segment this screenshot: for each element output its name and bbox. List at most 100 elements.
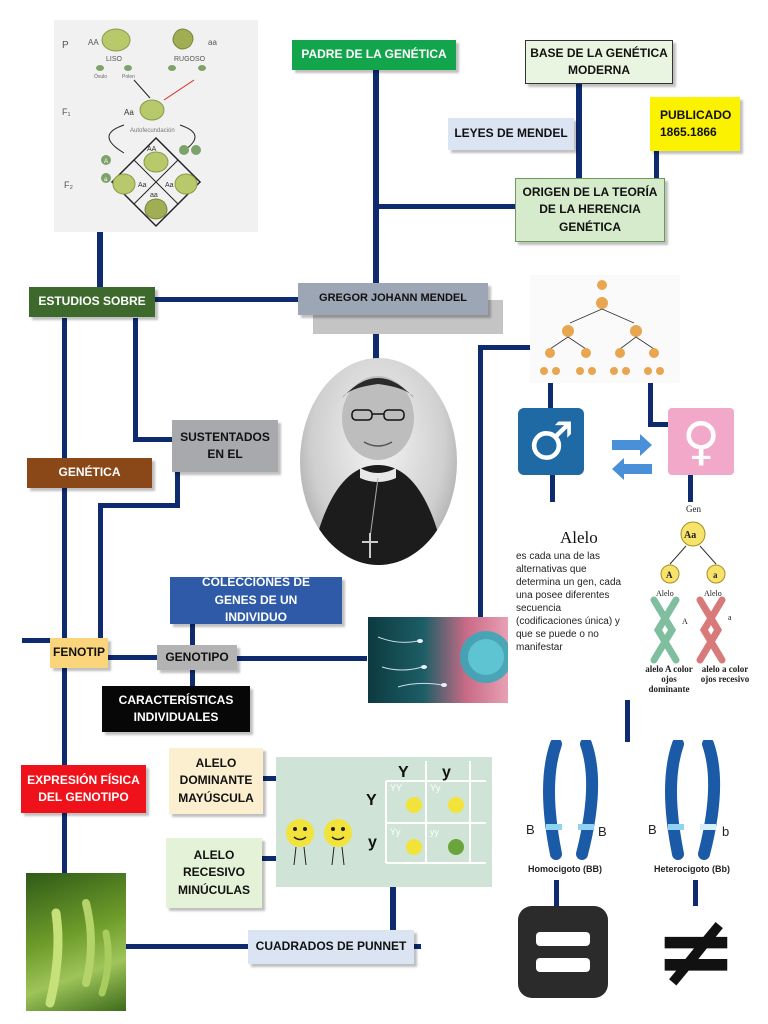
- base-box: BASE DE LA GENÉTICA MODERNA: [525, 40, 673, 84]
- pedigree-image: [530, 275, 680, 383]
- chromo-b2: B: [598, 824, 607, 839]
- connector: [413, 944, 421, 949]
- female-icon: ♀: [681, 411, 721, 472]
- allele-caption-b: alelo a color ojos recesivo: [700, 664, 750, 684]
- connector: [550, 470, 555, 502]
- punnett-side-y2: y: [368, 834, 377, 851]
- publicado-box: PUBLICADO 1865.1866: [650, 97, 740, 151]
- connector: [258, 776, 282, 781]
- fenotip-box: FENOTIP: [50, 638, 108, 668]
- not-equal-icon: ≠: [654, 892, 738, 1009]
- connector: [648, 422, 668, 427]
- chromo-b1: B: [526, 822, 535, 837]
- rugoso-label: RUGOSO: [174, 56, 206, 63]
- homocigoto-label: Homocigoto (BB): [528, 864, 602, 874]
- genetica-box: GENÉTICA: [27, 458, 152, 488]
- pea-cross-image: P AA LISO aa RUGOSO Óvulo Polen F₁ Aa Au…: [54, 20, 258, 232]
- connector: [373, 70, 379, 360]
- chromosome-hetero: B b: [642, 738, 752, 860]
- ovulo-label: Óvulo: [94, 73, 107, 80]
- alelo-description: es cada una de las alternativas que dete…: [516, 551, 622, 653]
- connector: [688, 470, 693, 502]
- p-label: P: [62, 40, 69, 51]
- allele-caption-a: alelo A color ojos dominante: [645, 664, 693, 694]
- pea-pod-photo: [26, 873, 126, 1011]
- heterocigoto-label: Heterocigoto (Bb): [654, 864, 730, 874]
- chromo-a-rec: a: [728, 613, 732, 622]
- connector: [108, 655, 158, 660]
- connector: [190, 668, 195, 688]
- connector: [237, 656, 367, 661]
- connector: [258, 856, 278, 861]
- connector: [150, 297, 300, 302]
- connector: [22, 638, 52, 643]
- f2-aa3: Aa: [165, 182, 174, 189]
- gen-label: Gen: [686, 504, 701, 514]
- connector: [175, 470, 180, 506]
- chromo-b3: B: [648, 822, 657, 837]
- connector: [478, 345, 530, 350]
- gamete-a1: A: [104, 159, 108, 165]
- padre-box: PADRE DE LA GENÉTICA: [292, 40, 456, 70]
- female-symbol-tile: ♀: [668, 408, 734, 475]
- polen-label: Polen: [122, 74, 135, 80]
- colecciones-box: COLECCIONES DE GENES DE UN INDIVIDUO: [170, 575, 342, 624]
- gene-aa: Aa: [684, 530, 696, 541]
- connector: [654, 150, 659, 182]
- smiley-left: [286, 819, 314, 866]
- dominante-box: ALELO DOMINANTE MAYÚSCULA: [169, 748, 263, 814]
- connector: [98, 503, 180, 508]
- connector: [133, 318, 138, 440]
- connector: [62, 318, 67, 873]
- recesivo-box: ALELO RECESIVO MINÚCULAS: [166, 838, 262, 908]
- punnett-top-y2: y: [442, 764, 451, 781]
- autofecundacion-label: Autofecundación: [130, 128, 175, 134]
- allele-a-dom: A: [666, 570, 673, 580]
- f2-label: F₂: [64, 180, 73, 190]
- f2-aa1: AA: [147, 146, 157, 153]
- f1-label: F₁: [62, 107, 71, 117]
- caracteristicas-box: CARACTERÍSTICAS INDIVIDUALES: [102, 686, 250, 732]
- alelo1-label: Alelo: [656, 589, 674, 598]
- cell-yy3: Yy: [390, 827, 401, 837]
- connector: [648, 383, 653, 425]
- alelo-title: Alelo: [560, 528, 598, 547]
- f2-aa4: aa: [150, 192, 158, 199]
- connector: [554, 880, 559, 906]
- connector: [98, 503, 103, 643]
- liso-label: LISO: [106, 56, 123, 63]
- swap-arrows-icon: [612, 434, 652, 480]
- connector: [548, 383, 553, 410]
- connector: [97, 232, 103, 290]
- alelo2-label: Alelo: [704, 589, 722, 598]
- f2-aa2: Aa: [138, 182, 147, 189]
- smiley-right: [324, 819, 352, 866]
- cell-yy4: yy: [430, 827, 440, 837]
- connector: [125, 944, 249, 949]
- allele-a-rec: a: [713, 570, 718, 580]
- punnett-side-y1: Y: [366, 792, 377, 809]
- connector: [133, 437, 173, 442]
- origen-box: ORIGEN DE LA TEORÍA DE LA HERENCIA GENÉT…: [515, 178, 665, 242]
- connector: [376, 204, 516, 209]
- male-symbol-tile: ♂: [518, 408, 584, 475]
- cell-yy: YY: [390, 783, 402, 793]
- connector: [478, 345, 483, 620]
- connector: [390, 885, 396, 935]
- f1-aa-label: Aa: [124, 108, 134, 117]
- estudios-box: ESTUDIOS SOBRE: [29, 287, 155, 317]
- leyes-box: LEYES DE MENDEL: [448, 118, 574, 150]
- chromosome-homo: B B: [520, 738, 630, 860]
- punnett-top-y1: Y: [398, 764, 409, 781]
- mendel-portrait: [300, 358, 457, 565]
- allele-diagram: Gen Aa A a Alelo Alelo A a: [636, 500, 756, 700]
- punnett-image: Y y Y y YY Yy Yy yy: [276, 757, 492, 887]
- sustentados-box: SUSTENTADOS EN EL: [172, 420, 278, 472]
- expresion-box: EXPRESIÓN FÍSICA DEL GENOTIPO: [21, 765, 146, 813]
- connector: [190, 624, 195, 646]
- male-icon: ♂: [527, 411, 575, 472]
- equals-icon: [518, 906, 608, 998]
- sperm-egg-image: [368, 617, 508, 703]
- mendel-box: GREGOR JOHANN MENDEL: [298, 283, 488, 315]
- connector: [693, 880, 698, 906]
